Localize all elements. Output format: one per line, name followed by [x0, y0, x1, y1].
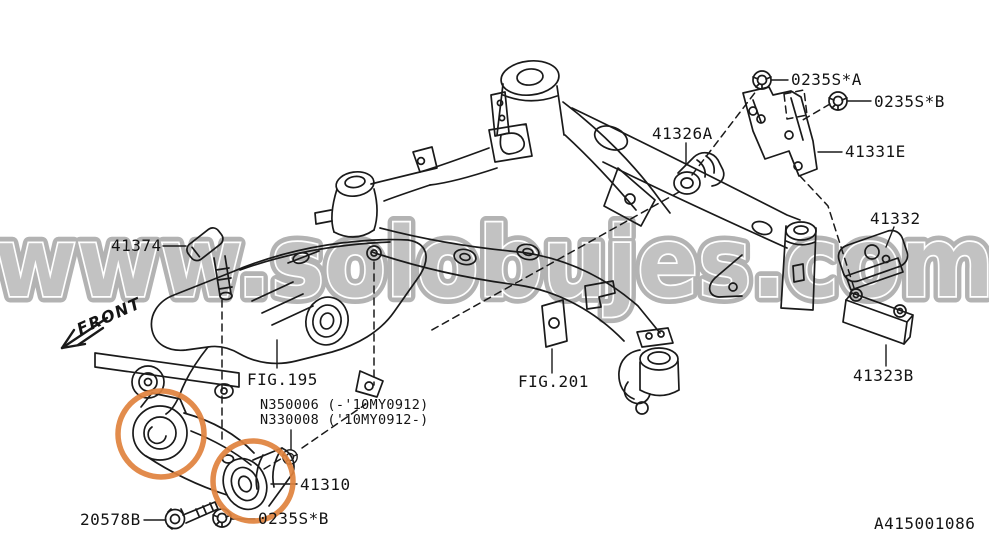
label-41332: 41332: [870, 209, 921, 228]
label-41310: 41310: [300, 475, 351, 494]
label-0235SA-top: 0235S*A: [791, 70, 862, 89]
label-fig195: FIG.195: [247, 370, 318, 389]
label-41323B: 41323B: [853, 366, 914, 385]
subframe-crossmember: [314, 59, 817, 415]
label-20578B: 20578B: [80, 510, 141, 529]
label-nut-code-old: N350006 (-'10MY0912): [260, 397, 429, 413]
highlight-circle-rear-bushing: [210, 438, 296, 524]
watermark-text: www.solobujes.com: [0, 207, 989, 319]
bolt-20578B-glyph: [164, 501, 219, 530]
differential-carrier: [94, 238, 427, 415]
damper-41323B-part: [842, 288, 914, 345]
label-41374: 41374: [111, 236, 162, 255]
assembly-dashed-lines: [221, 89, 856, 470]
doc-number: A415001086: [874, 514, 975, 533]
label-41331E: 41331E: [845, 142, 906, 161]
label-0235SB-top: 0235S*B: [874, 92, 945, 111]
highlight-circles: [115, 388, 296, 524]
highlight-circle-front-bushing: [115, 388, 207, 480]
bushing-41326A-glyph: [673, 151, 725, 195]
front-arrow-icon: [60, 316, 109, 350]
stay-41332-part: [837, 229, 909, 291]
label-0235SB-bottom: 0235S*B: [258, 509, 329, 528]
watermark-outline: www.solobujes.com: [0, 207, 989, 319]
watermark: www.solobujes.com www.solobujes.com: [0, 201, 989, 326]
bracket-41331E-part: [742, 86, 818, 177]
label-fig201: FIG.201: [518, 372, 589, 391]
label-nut-code-new: N330008 ('10MY0912-): [260, 412, 429, 428]
bolt-41374-glyph: [186, 227, 233, 301]
label-41326A: 41326A: [652, 124, 713, 143]
